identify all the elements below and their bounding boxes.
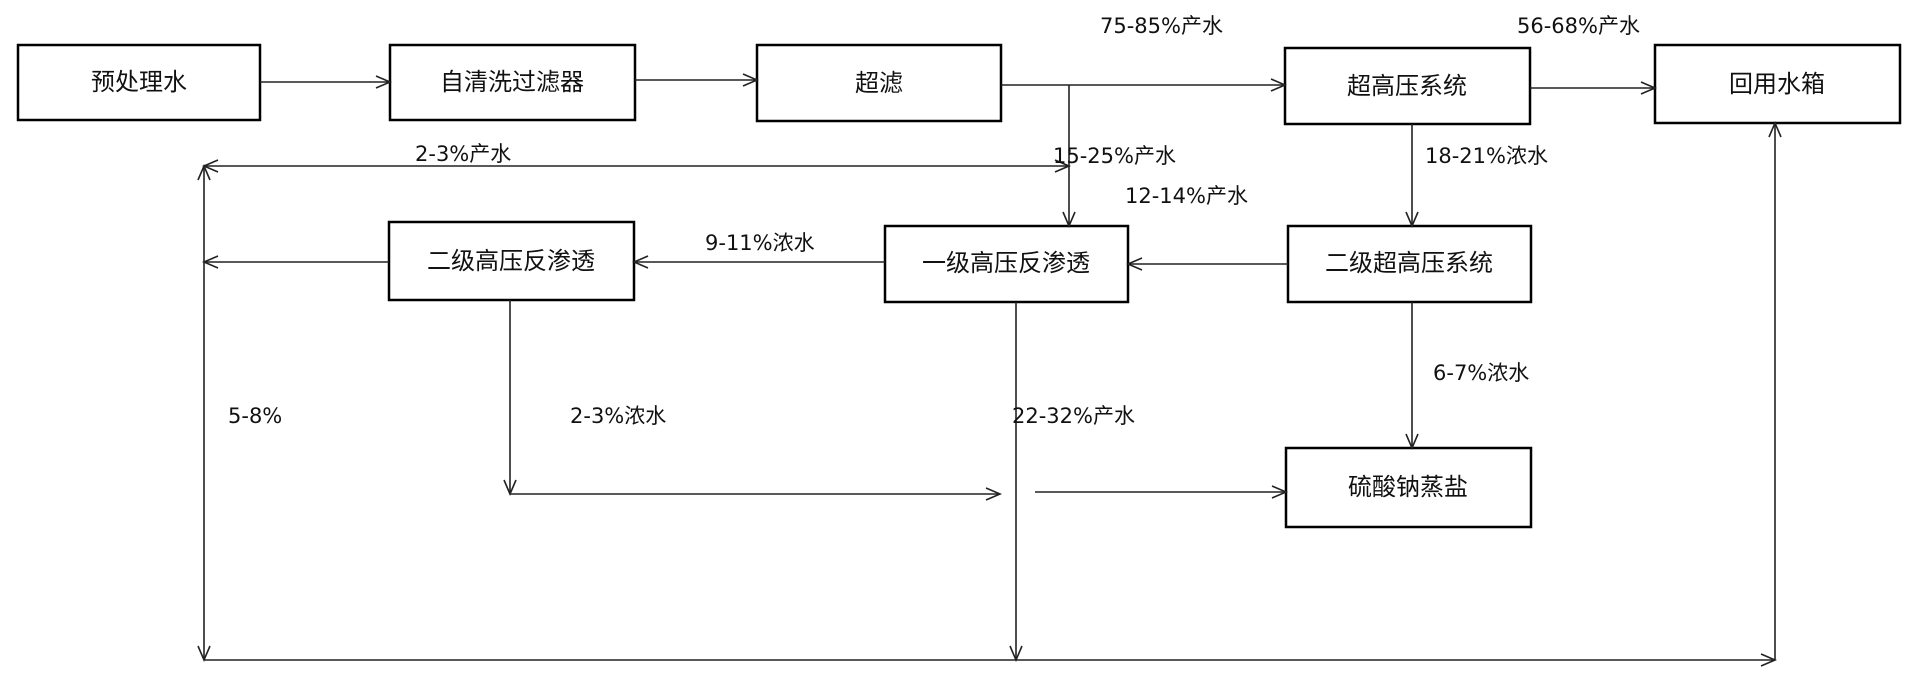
arrowhead-to-filter: [375, 75, 393, 89]
box-reuse-tank: 回用水箱: [1653, 43, 1902, 125]
box-secondary-high-pressure-ro: 二级高压反渗透: [387, 220, 636, 302]
label-uf-product: 75-85%产水: [1100, 14, 1223, 38]
label-left-return: 5-8%: [228, 404, 282, 428]
label-uhp-concentrate: 18-21%浓水: [1425, 144, 1548, 168]
label-uhp-product: 56-68%产水: [1517, 14, 1640, 38]
label-uf-to-ro1: 15-25%产水: [1053, 144, 1176, 168]
label-ro1-product: 22-32%产水: [1012, 404, 1135, 428]
arrowhead-left-up: [197, 163, 211, 181]
label-ro2-product: 2-3%产水: [415, 142, 511, 166]
arrowhead-to-evap: [1271, 485, 1289, 499]
arrowhead-ro2-concentrate: [985, 487, 1003, 501]
arrowhead-to-ro1-from-uhp2: [1125, 257, 1143, 271]
arrowhead-ro2-left: [201, 255, 219, 269]
arrowhead-ro2-down: [503, 479, 517, 497]
arrowhead-left-down: [197, 645, 211, 663]
arrowhead-to-uf: [742, 73, 760, 87]
box-primary-high-pressure-ro: 一级高压反渗透: [883, 224, 1130, 304]
label-ro2-concentrate: 2-3%浓水: [570, 404, 666, 428]
box-ultrafiltration: 超滤: [755, 43, 1003, 123]
box-pretreated-water-label: 预处理水: [91, 68, 187, 96]
box-sodium-sulfate-evaporation-label: 硫酸钠蒸盐: [1348, 473, 1468, 501]
box-reuse-tank-label: 回用水箱: [1729, 70, 1825, 98]
box-pretreated-water: 预处理水: [16, 43, 262, 122]
box-ultra-high-pressure-label: 超高压系统: [1347, 72, 1467, 100]
label-uhp2-product: 12-14%产水: [1125, 184, 1248, 208]
box-ultrafiltration-label: 超滤: [855, 69, 903, 97]
box-secondary-high-pressure-ro-label: 二级高压反渗透: [427, 247, 595, 275]
arrowhead-to-ro1-from-uf: [1062, 211, 1076, 229]
box-secondary-ultra-high-pressure-label: 二级超高压系统: [1325, 249, 1493, 277]
box-self-cleaning-filter: 自清洗过滤器: [388, 43, 637, 122]
arrowhead-to-uhp2: [1405, 211, 1419, 229]
label-ro1-concentrate: 9-11%浓水: [705, 231, 815, 255]
label-uhp2-concentrate: 6-7%浓水: [1433, 361, 1529, 385]
arrowhead-bottom-right: [1760, 653, 1778, 667]
box-ultra-high-pressure: 超高压系统: [1283, 46, 1532, 126]
arrowhead-to-tank: [1640, 81, 1658, 95]
box-sodium-sulfate-evaporation: 硫酸钠蒸盐: [1284, 446, 1533, 529]
box-self-cleaning-filter-label: 自清洗过滤器: [440, 68, 584, 96]
arrowhead-to-uhp: [1270, 78, 1288, 92]
box-primary-high-pressure-ro-label: 一级高压反渗透: [922, 249, 1090, 277]
arrowhead-ro1-down: [1009, 645, 1023, 663]
arrowhead-product-right: [1054, 159, 1072, 173]
arrowhead-to-ro2: [631, 255, 649, 269]
arrowhead-uhp2-to-evap: [1405, 433, 1419, 451]
arrowhead-tank-up: [1768, 120, 1782, 138]
box-secondary-ultra-high-pressure: 二级超高压系统: [1286, 224, 1533, 304]
